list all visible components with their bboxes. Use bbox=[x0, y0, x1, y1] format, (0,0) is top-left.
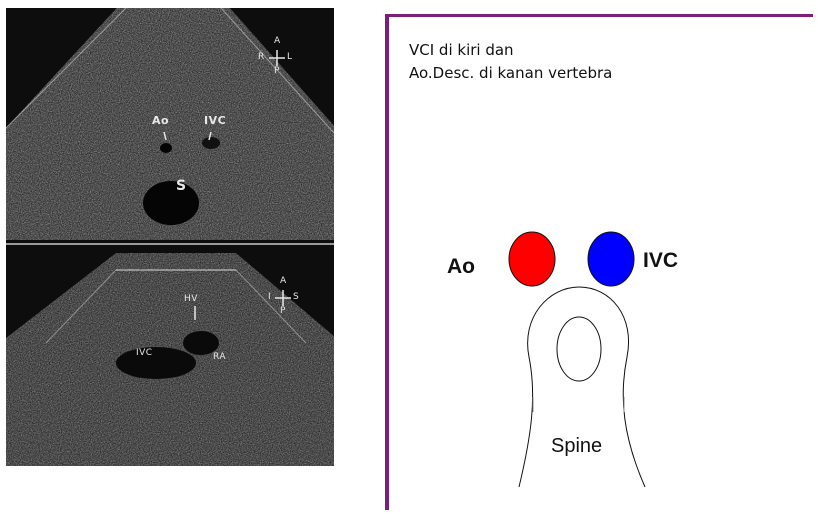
bottom-orient-left: I bbox=[268, 292, 271, 302]
aorta-circle bbox=[509, 232, 555, 286]
ivc-circle bbox=[588, 232, 634, 286]
bottom-ra-label: RA bbox=[213, 352, 226, 362]
top-orient-top: A bbox=[274, 36, 281, 46]
echocardiogram-image: A R L P Ao IVC S A I S P HV IVC RA bbox=[6, 8, 334, 466]
bottom-orient-top: A bbox=[280, 276, 287, 286]
top-ivc-label: IVC bbox=[204, 114, 226, 127]
ivc-label: IVC bbox=[643, 249, 678, 273]
top-scan-sector bbox=[6, 8, 334, 240]
bottom-orient-right: S bbox=[293, 292, 299, 302]
spinal-canal-outline bbox=[557, 317, 601, 381]
top-ao-label: Ao bbox=[152, 114, 169, 127]
bottom-hv-label: HV bbox=[184, 294, 198, 304]
echo-scan-graphic bbox=[6, 8, 334, 466]
spine-diagram-panel: VCI di kiri dan Ao.Desc. di kanan verteb… bbox=[385, 14, 813, 510]
bottom-orient-bottom: P bbox=[280, 306, 286, 316]
top-orient-bottom: P bbox=[274, 66, 280, 76]
ao-label: Ao bbox=[447, 255, 475, 279]
top-orient-left: R bbox=[258, 52, 265, 62]
bottom-ivc-label: IVC bbox=[136, 348, 153, 358]
top-spine-label: S bbox=[176, 178, 187, 194]
spine-label: Spine bbox=[551, 435, 602, 458]
top-orient-right: L bbox=[287, 52, 293, 62]
